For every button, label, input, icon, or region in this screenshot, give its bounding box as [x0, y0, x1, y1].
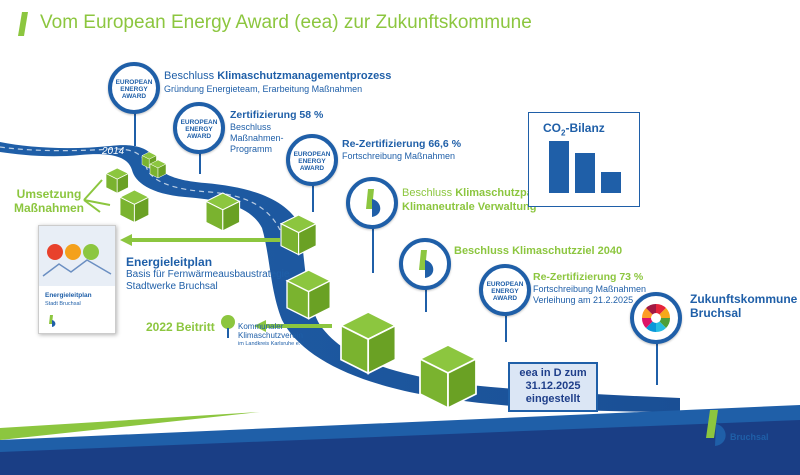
- co2-bilanz-title: CO2-Bilanz: [543, 121, 605, 138]
- label-rezert-1: Re-Zertifizierung 66,6 %: [342, 138, 462, 150]
- label-umsetzung: Umsetzung Maßnahmen: [14, 187, 85, 215]
- pin-stem: [199, 150, 201, 174]
- label-zukunftskommune: Zukunftskommune Bruchsal: [690, 292, 798, 320]
- document-title: Energieleitplan: [45, 292, 92, 299]
- label-beschluss-kmp-sub: Gründung Energieteam, Erarbeitung Maßnah…: [164, 84, 363, 94]
- co2-bars: [549, 141, 629, 193]
- pin-stem: [425, 286, 427, 312]
- label-rezert-2-sub2: Verleihung am 21.2.2025: [533, 295, 634, 305]
- label-rezert-2-sub1: Fortschreibung Maßnahmen: [533, 284, 647, 294]
- label-klimaschutzverein: Kommunaler Klimaschutzverein im Landkrei…: [238, 322, 306, 347]
- co2-bar: [601, 172, 621, 193]
- label-beschluss-kmp: Beschluss Klimaschutzmanagementprozess: [164, 70, 392, 82]
- pin-bruchsal-1: [346, 177, 398, 229]
- sdg-wheel-icon: [641, 303, 671, 333]
- co2-bilanz-box: CO2-Bilanz: [528, 112, 640, 207]
- page-title: Vom European Energy Award (eea) zur Zuku…: [40, 12, 532, 33]
- arrows-umsetzung: [83, 179, 111, 213]
- pin-stem: [312, 182, 314, 212]
- tree-icon: [221, 315, 235, 338]
- label-rezert-1-sub: Fortschreibung Maßnahmen: [342, 151, 456, 161]
- year-2020-a: 2020: [316, 210, 339, 221]
- label-zertifizierung-sub: Beschluss Maßnahmen- Programm: [230, 122, 284, 154]
- bruchsal-logo-icon: [49, 315, 56, 327]
- year-2020-b: 2020: [342, 263, 365, 274]
- eea-note-box: eea in D zum 31.12.2025 eingestellt: [508, 362, 598, 412]
- pin-stem: [372, 225, 374, 273]
- label-energieleitplan-sub1: Basis für Fernwärmeausbaustrategie: [126, 269, 290, 280]
- arrow-energieleitplan: [120, 234, 280, 246]
- label-rezert-2: Re-Zertifizierung 73 %: [533, 271, 644, 283]
- year-2026: 2026: [604, 375, 627, 386]
- label-klimaschutzziel: Beschluss Klimaschutzziel 2040: [454, 245, 623, 257]
- pin-stem: [134, 110, 136, 146]
- pin-stem: [505, 312, 507, 342]
- cube-icon: [105, 151, 478, 410]
- label-energieleitplan: Energieleitplan: [126, 255, 213, 269]
- year-2024-a: 2024: [424, 310, 447, 321]
- co2-bar: [549, 141, 569, 193]
- bruchsal-brand-logo-icon: [706, 410, 726, 446]
- document-subtitle: Stadt Bruchsal: [45, 301, 81, 307]
- pin-zukunftskommune: [630, 292, 682, 344]
- bruchsal-logo-icon: [366, 189, 381, 217]
- energieleitplan-document-thumbnail: Energieleitplan Stadt Bruchsal: [38, 225, 116, 334]
- pin-stem: [656, 340, 658, 385]
- label-klimaschutzpakt-2: Klimaneutrale Verwaltung: [402, 201, 537, 213]
- title-accent-mark: [18, 12, 28, 36]
- brand-name: Bruchsal: [730, 432, 769, 442]
- year-2016: 2016: [208, 170, 231, 181]
- label-zertifizierung: Zertifizierung 58 %: [230, 109, 324, 121]
- bruchsal-logo-icon: [419, 250, 434, 278]
- arrow-beitritt: [254, 320, 332, 332]
- document-cover-graphic: [39, 226, 115, 286]
- year-2024-b: 2024: [510, 342, 533, 353]
- year-2014: 2014: [102, 146, 125, 157]
- pin-bruchsal-2: [399, 238, 451, 290]
- co2-bar: [575, 153, 595, 193]
- label-beitritt: 2022 Beitritt: [146, 320, 215, 334]
- label-klimaschutzpakt: Beschluss Klimaschutzpakt /: [402, 187, 549, 199]
- label-energieleitplan-sub2: Stadtwerke Bruchsal: [126, 281, 218, 292]
